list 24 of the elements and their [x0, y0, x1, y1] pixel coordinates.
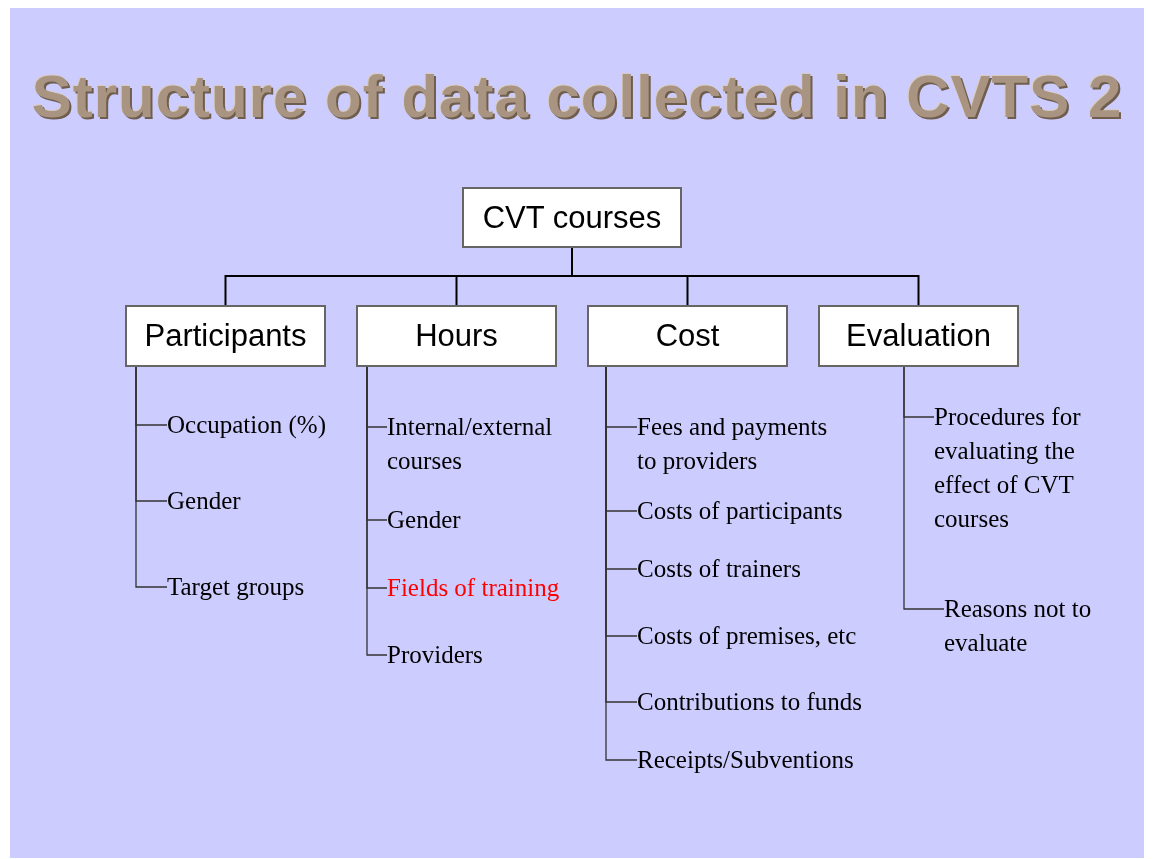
item-text: Costs of participants: [637, 494, 887, 528]
item-text: Contributions to funds: [637, 685, 907, 719]
category-box: Cost: [587, 305, 788, 367]
slide-title: Structure of data collected in CVTS 2: [30, 62, 1124, 131]
connector-line: [135, 366, 168, 588]
item-text: Providers: [387, 638, 537, 672]
item-text: Procedures for evaluating the effect of CVT courses: [934, 400, 1114, 536]
item-text: Internal/external courses: [387, 410, 582, 478]
item-text: Occupation (%): [167, 408, 357, 442]
item-text: Fees and payments to providers: [637, 410, 849, 478]
category-box: Participants: [125, 305, 326, 367]
category-box: Evaluation: [818, 305, 1019, 367]
item-text: Receipts/Subventions: [637, 743, 897, 777]
item-text: Gender: [387, 503, 537, 537]
connector-line: [366, 366, 388, 656]
item-text: Reasons not to evaluate: [944, 592, 1124, 660]
category-box: Hours: [356, 305, 557, 367]
item-text: Gender: [167, 484, 317, 518]
connector-line: [903, 366, 945, 610]
item-text: Target groups: [167, 570, 337, 604]
item-text: Costs of trainers: [637, 552, 887, 586]
item-text: Fields of training: [387, 571, 587, 605]
category-box: CVT courses: [462, 187, 682, 248]
item-text: Costs of premises, etc: [637, 619, 907, 653]
